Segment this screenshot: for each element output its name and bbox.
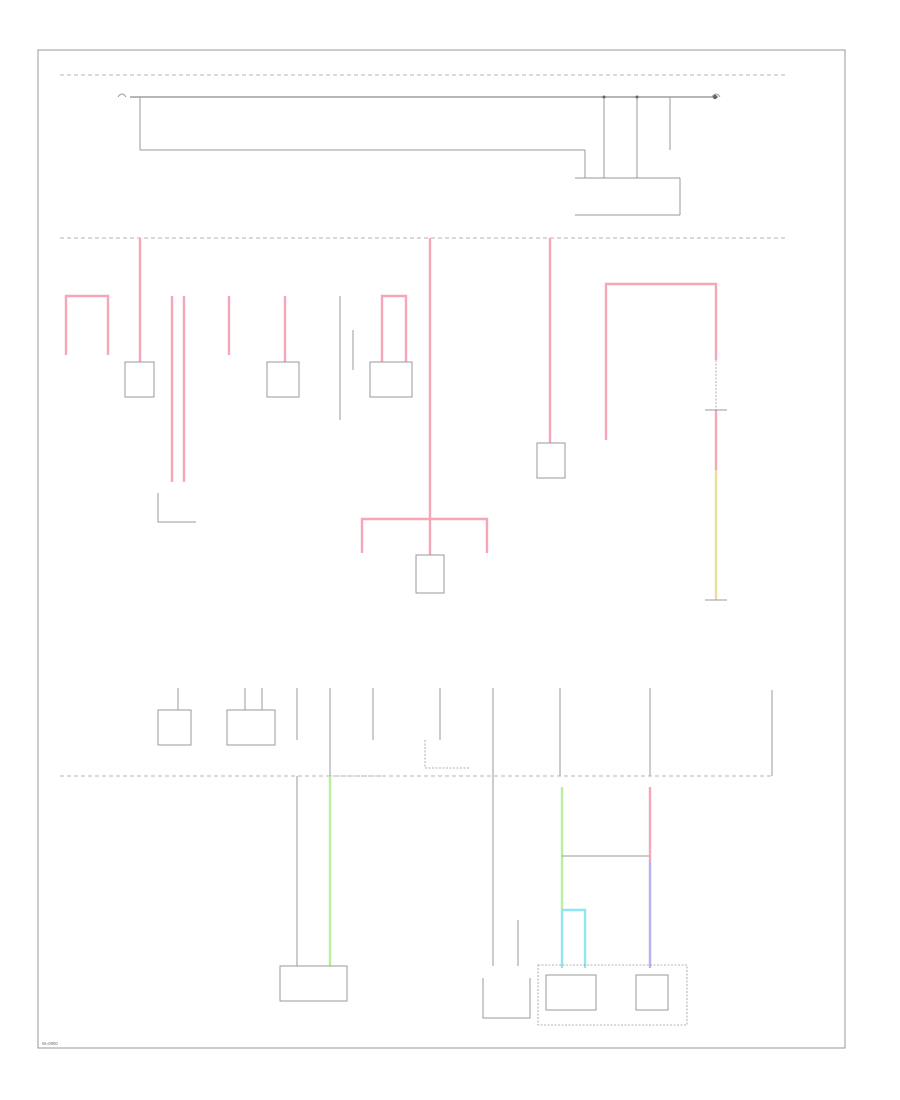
center-trunk [360,238,489,594]
lower-circuits [279,776,688,1026]
upper-right-circuits [536,238,727,601]
top-fuse-box-section [60,74,785,216]
lower-fuse-box-section [157,688,651,777]
corner-label: W=0000 [42,1041,58,1046]
upper-left-circuits [64,238,413,523]
diagram-frame [37,49,846,1049]
